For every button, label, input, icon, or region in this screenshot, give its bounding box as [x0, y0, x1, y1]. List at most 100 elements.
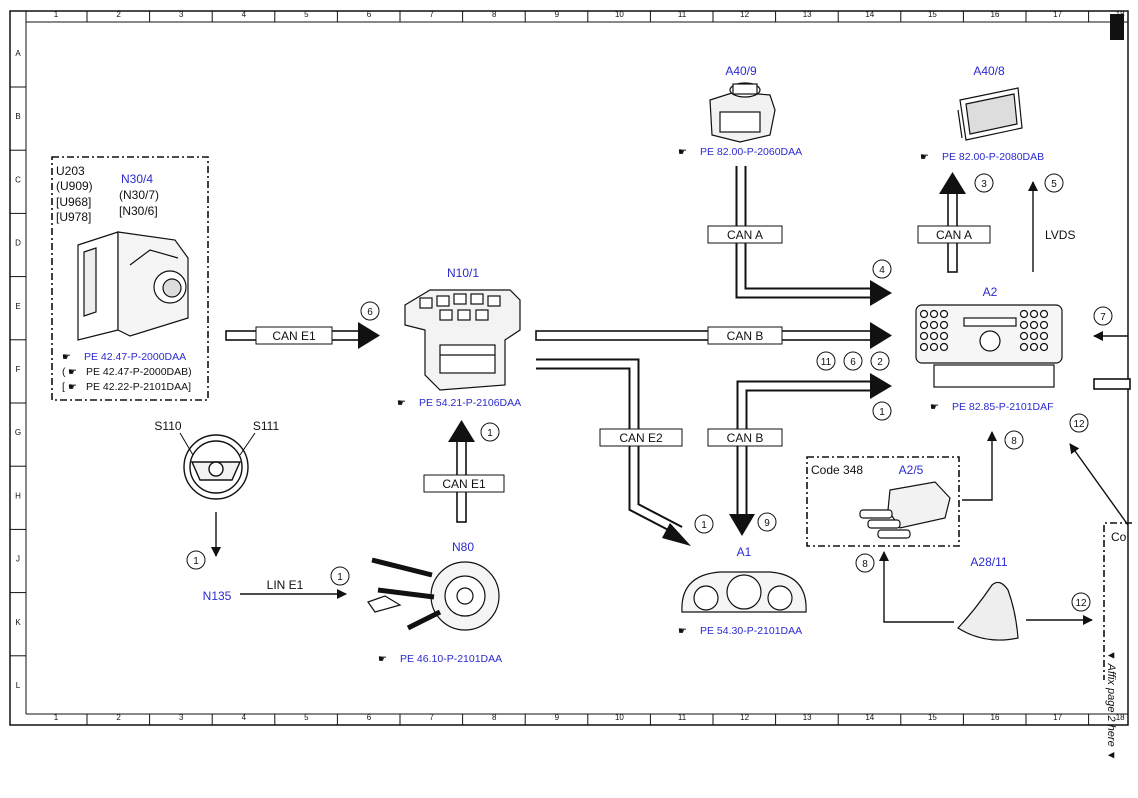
ref-icon: ☛	[920, 152, 929, 163]
ref-icon: ☛	[68, 367, 77, 378]
circle-marker: 1	[701, 520, 707, 531]
component-title[interactable]: N30/4	[121, 172, 153, 186]
column-number: 4	[242, 713, 247, 722]
head-unit-button-icon	[939, 342, 949, 352]
column-number: 9	[555, 10, 560, 19]
service-ref-link[interactable]: PE 82.00-P-2080DAB	[942, 151, 1044, 163]
circle-marker: 8	[862, 559, 868, 570]
n30-4-group: U203 (U909) [U968] [U978] N30/4 (N30/7) …	[51, 156, 209, 401]
ref-icon: ☛	[378, 654, 387, 665]
bus-label: CAN B	[727, 329, 764, 343]
column-number: 18	[1116, 713, 1125, 722]
component-title[interactable]: A40/9	[725, 64, 757, 78]
can-e1-link-top: CAN E1 6	[225, 301, 380, 349]
head-unit-button-icon	[929, 331, 939, 341]
component-title[interactable]: N135	[203, 589, 232, 603]
circle-marker: 11	[821, 357, 832, 368]
ref-icon: ☛	[678, 626, 687, 637]
circle-marker: 1	[193, 556, 199, 567]
column-number: 16	[991, 713, 1000, 722]
service-ref-link[interactable]: PE 54.21-P-2106DAA	[419, 397, 521, 409]
component-title[interactable]: A40/8	[973, 64, 1005, 78]
n80-group: N80 ☛ PE 46.10-P-2101DAA	[367, 540, 502, 665]
column-number: 5	[304, 10, 309, 19]
circle-marker: 1	[487, 428, 493, 439]
service-ref-link[interactable]: PE 42.22-P-2101DAA]	[86, 381, 191, 393]
row-letter: C	[15, 175, 21, 184]
can-a-link-left: CAN A 4	[707, 166, 892, 306]
column-number: 13	[803, 713, 812, 722]
column-number: 14	[865, 713, 874, 722]
column-number: 11	[678, 10, 687, 19]
service-ref-link[interactable]: PE 42.47-P-2000DAB)	[86, 366, 192, 378]
a40-9-group: A40/9 ☛ PE 82.00-P-2060DAA	[678, 64, 802, 158]
partial-box: Co	[1103, 522, 1132, 680]
head-unit-button-icon	[1039, 331, 1049, 341]
component-title[interactable]: A2	[983, 285, 998, 299]
component-title[interactable]: A2/5	[899, 463, 924, 477]
ref-prefix: [	[62, 381, 65, 393]
alt-name: (N30/7)	[119, 188, 159, 202]
steering-wheel-group: S110 S111 1 N135	[154, 419, 279, 603]
switch-label: S110	[154, 419, 181, 433]
can-b-link-top: CAN B	[535, 322, 892, 349]
head-unit-button-icon	[1029, 331, 1039, 341]
column-number: 11	[678, 713, 687, 722]
steering-wheel-icon	[183, 434, 249, 500]
circle-marker: 1	[337, 572, 343, 583]
bus-label: LIN E1	[267, 578, 304, 592]
column-number: 12	[740, 10, 749, 19]
component-title[interactable]: A28/11	[970, 555, 1007, 569]
column-number: 6	[367, 713, 372, 722]
circle-marker: 2	[877, 357, 883, 368]
service-ref-link[interactable]: PE 46.10-P-2101DAA	[400, 653, 502, 665]
head-unit-button-icon	[1029, 320, 1039, 330]
component-title[interactable]: N10/1	[447, 266, 479, 280]
n80-steering-column-module-icon	[367, 557, 500, 631]
service-ref-link[interactable]: PE 42.47-P-2000DAA	[84, 351, 186, 363]
row-letter: B	[15, 112, 20, 121]
column-number: 3	[179, 713, 184, 722]
ref-icon: ☛	[397, 398, 406, 409]
circle-marker: 4	[879, 265, 885, 276]
component-title[interactable]: A1	[737, 545, 752, 559]
variant-label: (U909)	[56, 179, 93, 193]
n10-1-group: N10/1 ☛ PE 54.21-P-2106DAA	[397, 266, 521, 409]
column-number: 8	[492, 713, 497, 722]
a40-9-controller-icon	[709, 82, 776, 143]
circle-marker: 8	[1011, 436, 1017, 447]
link-7: 7	[1093, 306, 1131, 390]
a2-5-group: Code 348 A2/5 8	[806, 430, 1024, 547]
n10-1-module-icon	[404, 289, 521, 391]
column-number: 1	[54, 713, 59, 722]
row-letter: F	[16, 365, 21, 374]
column-number: 14	[865, 10, 874, 19]
row-letter: H	[15, 491, 21, 500]
a2-head-unit-icon	[915, 304, 1063, 388]
grid-frame: 1122334455667788991010111112121313141415…	[9, 10, 1129, 726]
row-letter: A	[15, 49, 21, 58]
head-unit-button-icon	[929, 320, 939, 330]
can-a-link-right: CAN A 3	[917, 172, 994, 273]
a28-11-group: A28/11 8 12	[855, 551, 1093, 641]
head-unit-button-icon	[1019, 342, 1029, 352]
row-letter: K	[15, 618, 21, 627]
bus-label: CAN E1	[272, 329, 316, 343]
service-ref-link[interactable]: PE 82.00-P-2060DAA	[700, 146, 802, 158]
a1-instrument-cluster-icon	[681, 571, 807, 613]
service-ref-link[interactable]: PE 54.30-P-2101DAA	[700, 625, 802, 637]
row-letter: J	[16, 555, 20, 564]
component-title[interactable]: N80	[452, 540, 474, 554]
column-number: 7	[429, 713, 434, 722]
column-number: 15	[928, 10, 937, 19]
column-number: 5	[304, 713, 309, 722]
a1-group: A1 ☛ PE 54.30-P-2101DAA	[678, 545, 807, 637]
column-ruler: 1122334455667788991010111112121313141415…	[54, 10, 1125, 725]
head-unit-button-icon	[939, 309, 949, 319]
service-ref-link[interactable]: PE 82.85-P-2101DAF	[952, 401, 1054, 413]
circle-marker: 12	[1073, 419, 1085, 430]
column-number: 10	[615, 713, 624, 722]
head-unit-button-icon	[939, 331, 949, 341]
head-unit-button-icon	[1029, 342, 1039, 352]
a2-group: A2 ☛ PE 82.85-P-2101DAF 11 6 2	[816, 285, 1063, 413]
